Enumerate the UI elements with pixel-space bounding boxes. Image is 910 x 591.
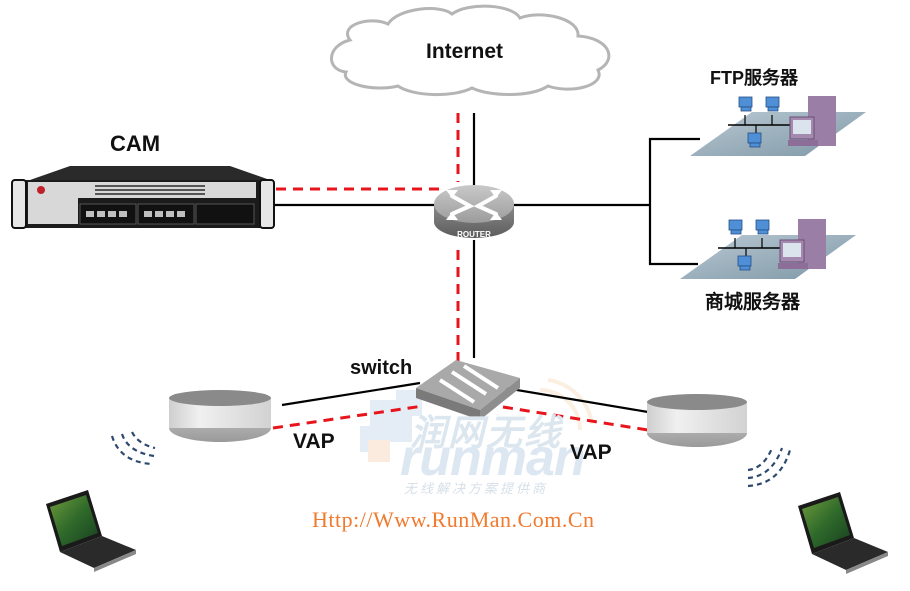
internet-cloud-icon	[330, 4, 611, 97]
cam-label: CAM	[110, 131, 161, 156]
vap-right-label: VAP	[570, 441, 612, 464]
wireless-signal-right-icon	[747, 447, 792, 488]
solid-links	[272, 113, 700, 414]
vap-left-icon	[169, 390, 271, 442]
mall-server-lan-icon	[680, 219, 856, 279]
switch-label: switch	[350, 357, 413, 379]
vap-right-icon	[647, 394, 747, 447]
dashed-switch-vap-left	[272, 404, 424, 430]
mall-server-label: 商城服务器	[705, 292, 801, 313]
link-router-ftp-server	[648, 137, 700, 266]
router-label: ROUTER	[457, 230, 491, 239]
router-icon: ROUTER	[434, 185, 514, 239]
vap-left-label: VAP	[293, 430, 335, 453]
switch-icon	[416, 360, 520, 420]
wireless-signal-left-icon	[110, 431, 156, 466]
laptop-right-icon	[798, 492, 888, 574]
dashed-switch-vap-right	[502, 405, 649, 432]
watermark-tagline: 无线解决方案提供商	[404, 481, 549, 496]
ftp-server-lan-icon	[690, 96, 866, 156]
dashed-links	[272, 113, 649, 432]
website-url: Http://Www.RunMan.Com.Cn	[312, 507, 595, 532]
laptop-left-icon	[46, 490, 136, 572]
watermark-cn: 润网无线	[410, 412, 563, 453]
watermark-en: runman	[400, 429, 586, 487]
ftp-server-label: FTP服务器	[710, 68, 798, 88]
watermark-logo-icon	[360, 378, 594, 462]
cam-appliance-icon	[11, 166, 275, 229]
internet-label: Internet	[426, 40, 504, 63]
link-switch-vap-right	[504, 386, 649, 414]
link-switch-vap-left	[281, 381, 421, 407]
